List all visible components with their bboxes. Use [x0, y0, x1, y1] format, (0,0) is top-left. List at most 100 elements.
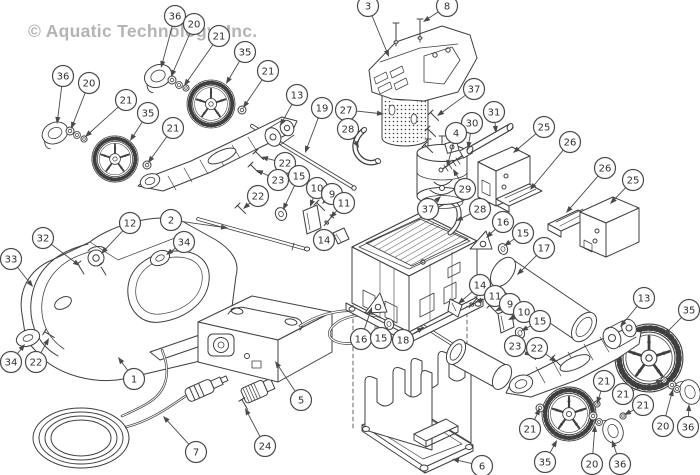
callout-arrowhead: [521, 325, 529, 331]
callout-leader: [411, 329, 420, 335]
callout-17: 17: [517, 236, 556, 275]
callout-8: 8: [423, 0, 459, 22]
callout-number: 36: [682, 423, 695, 434]
callout-number: 28: [474, 205, 487, 216]
part-roller-tube-lower: [445, 339, 513, 390]
callout-leader: [132, 121, 143, 137]
callout-16: 16: [486, 210, 515, 238]
part-chassis-arm-right: [505, 318, 642, 398]
callout-number: 22: [531, 344, 544, 355]
callout-leader: [517, 133, 537, 150]
callout-7: 7: [163, 416, 208, 464]
callout-arrowhead: [85, 130, 92, 137]
callout-arrowhead: [456, 215, 464, 221]
callout-number: 35: [539, 458, 552, 469]
callout-35: 35: [226, 40, 257, 84]
callout-number: 36: [614, 460, 627, 471]
callout-number: 11: [338, 199, 351, 210]
part-threaded-coupler: [236, 377, 276, 410]
callout-26: 26: [530, 130, 582, 190]
callout-leader: [534, 413, 538, 420]
callout-leader: [17, 348, 22, 354]
callout-leader: [89, 106, 119, 134]
callout-number: 10: [518, 308, 531, 319]
callout-balloon: [0, 247, 23, 271]
callout-number: 4: [453, 129, 459, 140]
callout-number: 6: [479, 462, 485, 473]
part-cover-screws: [392, 18, 439, 153]
callout-leader: [461, 213, 471, 219]
callout-number: 36: [57, 72, 70, 83]
callout-3: 3: [356, 0, 389, 57]
callout-balloon: [503, 334, 527, 358]
callout-arrowhead: [148, 155, 155, 163]
callout-arrowhead: [504, 239, 512, 246]
callout-arrowhead: [416, 327, 424, 333]
callout-36: 36: [676, 404, 700, 439]
callout-arrowhead: [624, 409, 632, 415]
callout-arrowhead: [160, 60, 166, 68]
callout-4: 4: [444, 121, 468, 167]
callout-leader: [166, 420, 190, 445]
callout-number: 14: [474, 281, 487, 292]
alignment-guides: [352, 277, 468, 431]
callout-number: 1: [131, 375, 137, 386]
callout-22: 22: [525, 336, 557, 362]
callout-number: 30: [466, 119, 479, 130]
callout-arrowhead: [55, 116, 61, 124]
callout-arrowhead: [130, 133, 136, 141]
callout-balloon: [592, 369, 616, 393]
callout-29: 29: [453, 169, 477, 201]
callout-21: 21: [243, 59, 280, 108]
callout-arrowhead: [517, 268, 524, 275]
callout-number: 21: [598, 377, 611, 388]
callout-number: 20: [657, 422, 670, 433]
callout-number: 26: [599, 164, 612, 175]
callout-arrowhead: [376, 110, 384, 116]
callout-28: 28: [456, 197, 492, 221]
callout-arrowhead: [283, 202, 289, 210]
callout-21: 21: [184, 24, 231, 86]
callout-leader: [455, 173, 460, 181]
callout-balloon: [184, 440, 208, 464]
callout-balloon: [525, 336, 549, 360]
callout-1: 1: [118, 357, 146, 391]
callout-27: 27: [334, 98, 384, 122]
callout-5: 5: [275, 361, 313, 412]
callout-leader: [592, 430, 595, 454]
callout-number: 16: [355, 335, 368, 346]
callout-balloon: [369, 326, 393, 350]
part-roller-tube: [489, 256, 598, 343]
callout-leader: [172, 33, 191, 72]
callout-arrowhead: [118, 357, 125, 365]
callout-balloon: [511, 221, 535, 245]
callout-arrowhead: [101, 247, 108, 254]
callout-arrowhead: [664, 328, 671, 335]
callout-number: 35: [683, 306, 696, 317]
callout-leader: [613, 187, 627, 200]
callout-number: 25: [627, 176, 640, 187]
callout-balloon: [233, 40, 257, 64]
callout-19: 19: [305, 96, 334, 153]
callout-15: 15: [369, 326, 393, 350]
callout-balloon: [161, 116, 185, 140]
callout-number: 16: [497, 218, 510, 229]
callout-leader: [51, 243, 76, 263]
callout-leader: [285, 185, 295, 205]
callout-number: 9: [507, 300, 513, 311]
part-top-cover: [368, 25, 478, 102]
callout-arrowhead: [71, 121, 76, 129]
callout-leader: [632, 381, 658, 391]
callout-balloon: [444, 121, 468, 145]
callout-number: 21: [167, 124, 180, 135]
callout-number: 14: [318, 236, 331, 247]
part-frame-bracket: [361, 351, 474, 474]
callout-number: 27: [340, 106, 353, 117]
callout-number: 34: [5, 358, 18, 369]
callout-balloon: [163, 4, 187, 28]
callout-arrowhead: [530, 182, 537, 190]
callout-18: 18: [391, 327, 424, 352]
callout-balloon: [532, 236, 556, 260]
callout-35: 35: [533, 440, 557, 474]
